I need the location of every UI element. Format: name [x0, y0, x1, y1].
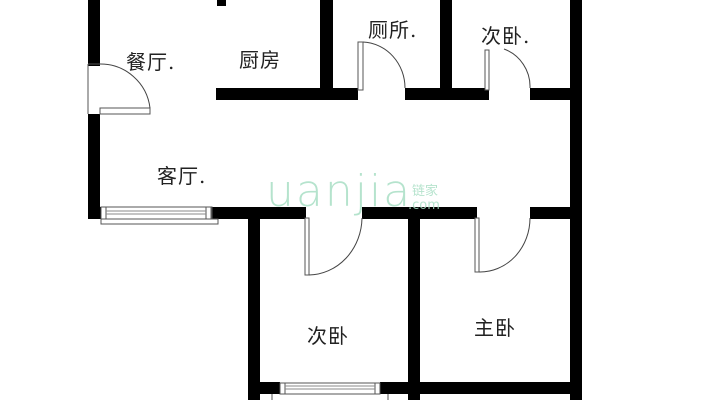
wall-toilet-bottom-left: [333, 88, 358, 100]
wall-toilet-bottom-right: [405, 88, 489, 100]
room-label-living: 客厅.: [157, 164, 207, 188]
wall-lower-divider: [408, 207, 420, 400]
master-bedroom-door-icon: [474, 217, 531, 273]
wall-living-bottom-right: [530, 207, 570, 219]
wall-left-outer: [88, 0, 100, 66]
living-window-icon: [100, 206, 219, 225]
wall-living-bottom-left: [88, 207, 101, 219]
wall-lower-bottom-left: [248, 382, 280, 394]
watermark-cn: 链家: [412, 184, 439, 199]
bedroom-window-icon: [271, 382, 389, 400]
wall-left-outer-lower: [88, 114, 100, 219]
wall-lower-bottom-right: [380, 382, 582, 394]
bedroom-top-door-icon: [484, 48, 531, 91]
wall-toilet-right: [440, 0, 452, 100]
wall-lower-left: [248, 207, 260, 400]
bedroom-bottom-door-icon: [304, 217, 363, 276]
room-label-dining: 餐厅.: [126, 50, 176, 74]
wall-right-outer: [570, 0, 582, 400]
wall-bedroom-top-bottom: [530, 88, 570, 100]
room-label-kitchen: 厨房: [239, 48, 281, 72]
dining-door-icon: [87, 63, 151, 115]
watermark-domain: .com: [408, 198, 440, 213]
wall-kitchen-bottom: [216, 88, 333, 100]
room-label-second-bedroom-top: 次卧.: [481, 24, 531, 48]
toilet-door-icon: [357, 41, 406, 91]
room-label-second-bedroom-bottom: 次卧: [307, 324, 349, 348]
wall-kitchen-stub: [217, 0, 226, 6]
room-label-master-bedroom: 主卧: [474, 316, 516, 340]
room-label-toilet: 厕所.: [368, 18, 418, 42]
wall-kitchen-right: [320, 0, 333, 100]
watermark-logo: uanjia: [266, 166, 413, 217]
